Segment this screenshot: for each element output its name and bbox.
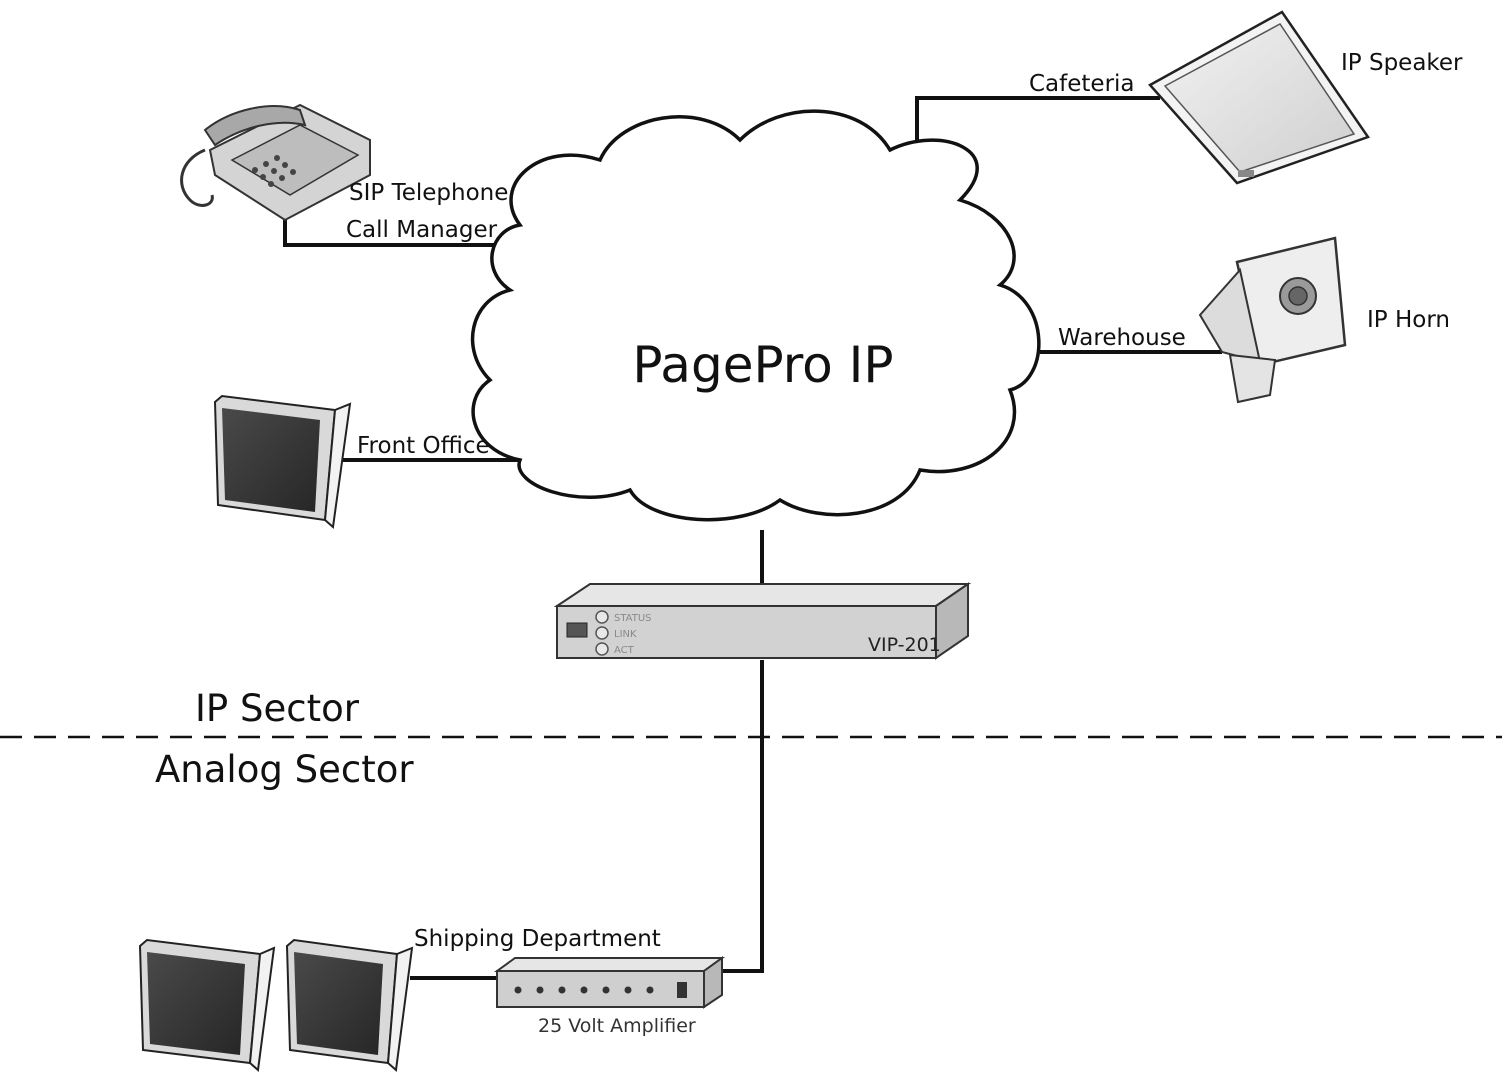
- pagepro-ip-cloud: PagePro IP: [470, 109, 1041, 522]
- warehouse-label: Warehouse: [1058, 325, 1186, 351]
- status-led: [595, 610, 609, 624]
- analog-wall-speaker-2: [285, 938, 414, 1072]
- amplifier-25v: 25 Volt Amplifier Shipping Department: [414, 926, 726, 1037]
- sip-telephone: SIP Telephone Call Manager: [180, 103, 508, 243]
- ip-sector-label: IP Sector: [195, 687, 360, 730]
- act-led-label: ACT: [614, 645, 635, 656]
- act-led: [595, 642, 609, 656]
- vip-display: [566, 622, 588, 638]
- front-office-label: Front Office: [357, 433, 490, 459]
- status-led-label: STATUS: [614, 613, 652, 624]
- ip-ceiling-speaker: IP Speaker Cafeteria: [1029, 10, 1463, 185]
- front-office-wall-speaker: Front Office: [213, 394, 490, 529]
- ip-speaker-label: IP Speaker: [1341, 50, 1463, 76]
- phone-link-line: [283, 218, 520, 247]
- ip-horn: IP Horn Warehouse: [1058, 236, 1450, 404]
- phone-label-line1: SIP Telephone: [349, 180, 508, 206]
- amplifier-label: 25 Volt Amplifier: [538, 1015, 696, 1037]
- vip-to-amplifier-line: [722, 660, 764, 973]
- vip-201-label: VIP-201: [868, 634, 941, 656]
- vip-201-device: STATUS LINK ACT VIP-201: [553, 582, 972, 660]
- shipping-department-label: Shipping Department: [414, 926, 661, 952]
- cafeteria-label: Cafeteria: [1029, 71, 1135, 97]
- ip-horn-label: IP Horn: [1367, 307, 1450, 333]
- phone-label-line2: Call Manager: [346, 217, 498, 243]
- cloud-label: PagePro IP: [632, 336, 893, 394]
- link-led: [595, 626, 609, 640]
- analog-wall-speaker-1: [138, 938, 276, 1072]
- analog-sector-label: Analog Sector: [155, 748, 414, 791]
- link-led-label: LINK: [614, 629, 637, 640]
